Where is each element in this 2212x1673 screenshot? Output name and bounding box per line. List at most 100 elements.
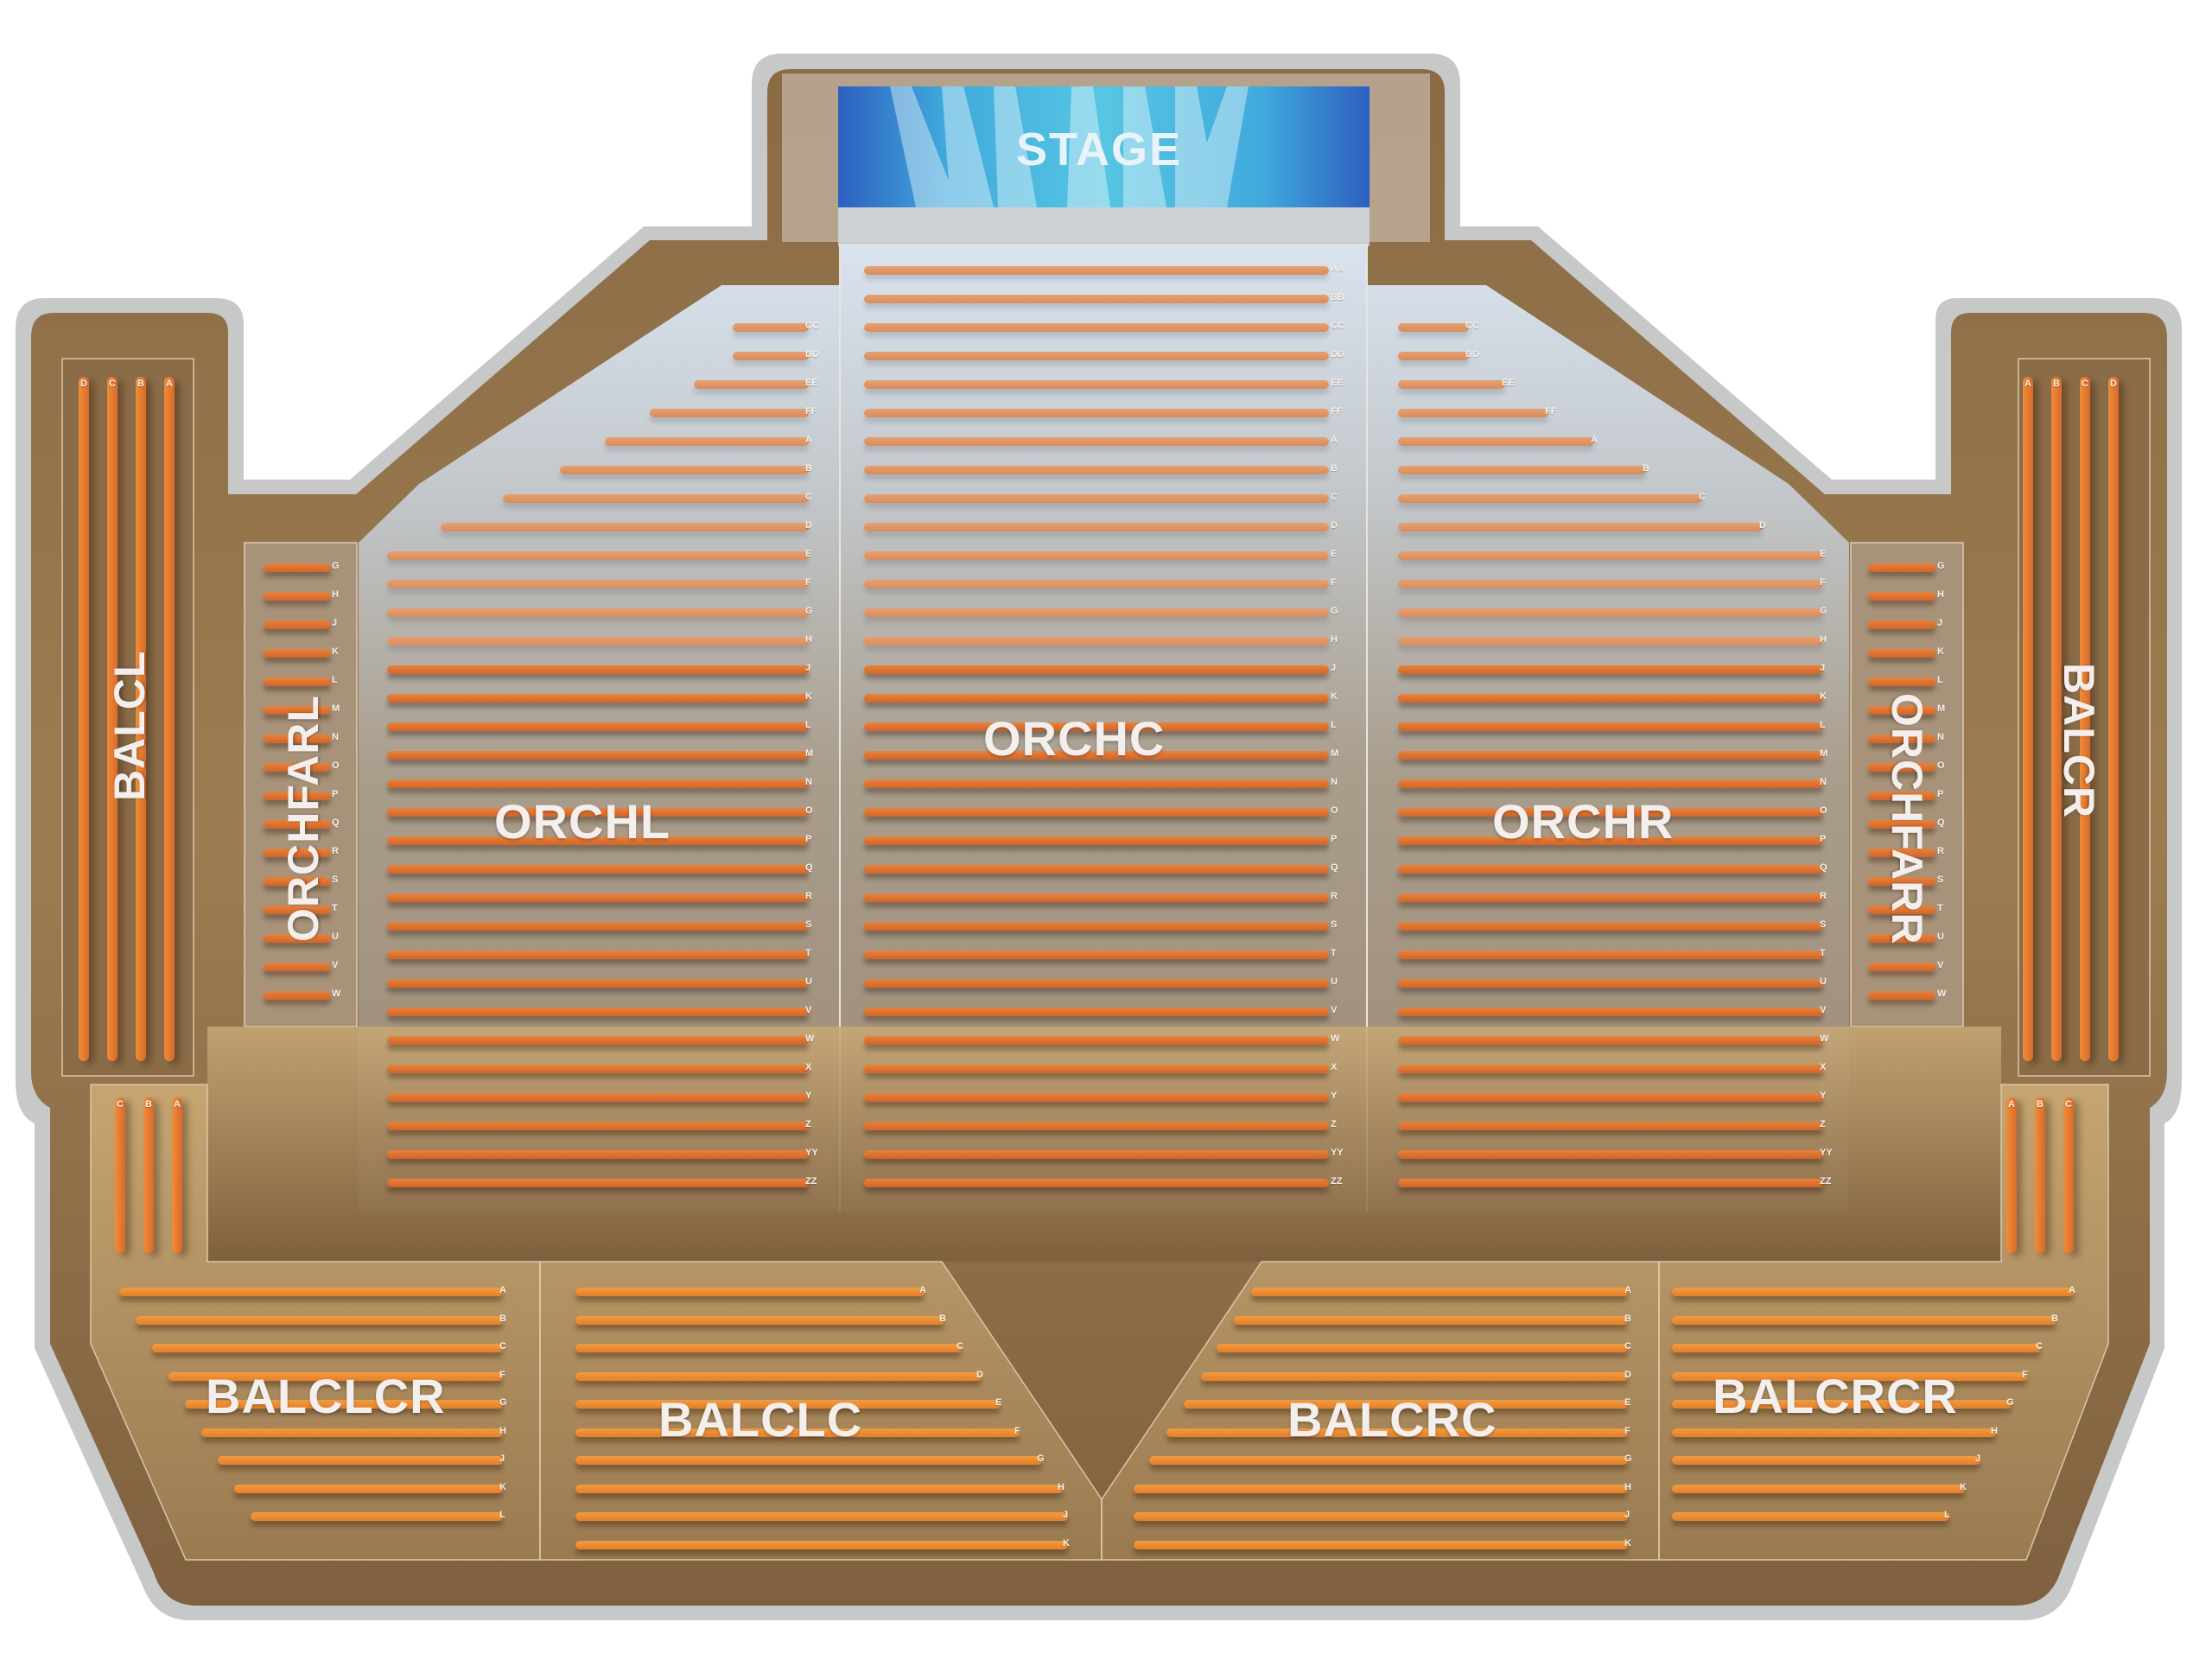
seat-row[interactable] xyxy=(264,677,331,686)
seat-row[interactable] xyxy=(218,1456,503,1465)
seat-row[interactable] xyxy=(864,836,1329,845)
seat-row[interactable] xyxy=(79,377,89,1061)
seat-row[interactable] xyxy=(1868,735,1936,743)
seat-row[interactable] xyxy=(560,466,809,474)
seat-row[interactable] xyxy=(1398,523,1763,531)
seat-row[interactable] xyxy=(264,849,331,857)
seat-row[interactable] xyxy=(864,266,1329,275)
seat-row[interactable] xyxy=(387,751,809,760)
seat-row[interactable] xyxy=(164,377,175,1061)
seat-row[interactable] xyxy=(185,1400,503,1409)
seat-row[interactable] xyxy=(1398,352,1469,360)
seat-row[interactable] xyxy=(1398,694,1823,703)
seat-row[interactable] xyxy=(575,1315,944,1325)
seat-row[interactable] xyxy=(387,551,809,560)
seat-row[interactable] xyxy=(264,735,331,743)
seat-row[interactable] xyxy=(2035,1097,2045,1253)
seat-row[interactable] xyxy=(575,1344,962,1352)
seat-row[interactable] xyxy=(387,979,809,988)
seat-row[interactable] xyxy=(2051,377,2062,1061)
seat-row[interactable] xyxy=(251,1512,503,1521)
seat-row[interactable] xyxy=(1672,1288,2074,1296)
seat-row[interactable] xyxy=(1398,865,1823,874)
seat-row[interactable] xyxy=(1234,1315,1628,1325)
seat-row[interactable] xyxy=(1217,1344,1628,1352)
seat-row[interactable] xyxy=(864,608,1329,617)
seat-row[interactable] xyxy=(864,751,1329,760)
seat-row[interactable] xyxy=(1201,1371,1628,1381)
seat-row[interactable] xyxy=(1134,1540,1628,1549)
seat-row[interactable] xyxy=(864,1150,1329,1159)
seat-row[interactable] xyxy=(1868,620,1936,629)
seat-row[interactable] xyxy=(387,1065,809,1073)
seat-row[interactable] xyxy=(575,1428,1020,1437)
seat-row[interactable] xyxy=(1868,563,1936,572)
seat-row[interactable] xyxy=(1868,792,1936,800)
seat-row[interactable] xyxy=(1398,722,1823,731)
seat-row[interactable] xyxy=(864,637,1329,646)
seat-row[interactable] xyxy=(1672,1456,1980,1465)
seat-row[interactable] xyxy=(1672,1428,1996,1437)
seat-row[interactable] xyxy=(1398,1179,1823,1187)
seat-row[interactable] xyxy=(2063,1097,2074,1253)
seat-row[interactable] xyxy=(387,836,809,845)
seat-row[interactable] xyxy=(1398,580,1823,588)
seat-row[interactable] xyxy=(1184,1400,1628,1409)
seat-row[interactable] xyxy=(864,694,1329,703)
seat-row[interactable] xyxy=(1868,706,1936,715)
seat-row[interactable] xyxy=(605,437,809,446)
seat-row[interactable] xyxy=(115,1097,125,1253)
seat-row[interactable] xyxy=(136,1315,503,1325)
seat-row[interactable] xyxy=(1398,437,1594,446)
section-label-orchl[interactable]: ORCHL xyxy=(494,794,671,849)
seat-row[interactable] xyxy=(1398,494,1702,503)
seat-row[interactable] xyxy=(1868,849,1936,857)
seat-row[interactable] xyxy=(1868,906,1936,914)
seat-row[interactable] xyxy=(575,1484,1063,1493)
seat-row[interactable] xyxy=(864,1008,1329,1016)
seat-row[interactable] xyxy=(264,991,331,1000)
section-label-balcrc[interactable]: BALCRC xyxy=(1287,1392,1497,1447)
seat-row[interactable] xyxy=(1672,1315,2056,1325)
seat-row[interactable] xyxy=(264,934,331,943)
seat-row[interactable] xyxy=(864,1179,1329,1187)
seat-row[interactable] xyxy=(864,352,1329,360)
seat-row[interactable] xyxy=(234,1484,503,1493)
seat-row[interactable] xyxy=(1134,1484,1628,1493)
seat-row[interactable] xyxy=(1398,608,1823,617)
seat-row[interactable] xyxy=(387,580,809,588)
seat-row[interactable] xyxy=(1398,751,1823,760)
seat-row[interactable] xyxy=(864,437,1329,446)
seat-row[interactable] xyxy=(387,1036,809,1045)
seat-row[interactable] xyxy=(387,808,809,817)
seat-row[interactable] xyxy=(1251,1288,1628,1296)
seat-row[interactable] xyxy=(1398,1150,1823,1159)
seat-row[interactable] xyxy=(264,792,331,800)
seat-row[interactable] xyxy=(1398,1008,1823,1016)
seat-row[interactable] xyxy=(864,323,1329,332)
seat-row[interactable] xyxy=(864,865,1329,874)
section-label-orchfarr[interactable]: ORCHFARR xyxy=(1883,693,1931,945)
seat-row[interactable] xyxy=(864,551,1329,560)
seat-row[interactable] xyxy=(864,466,1329,474)
seat-row[interactable] xyxy=(1398,836,1823,845)
seat-row[interactable] xyxy=(1868,649,1936,658)
seat-row[interactable] xyxy=(1166,1428,1628,1437)
seat-row[interactable] xyxy=(864,722,1329,731)
seat-row[interactable] xyxy=(441,523,809,531)
seat-row[interactable] xyxy=(1398,323,1469,332)
seat-row[interactable] xyxy=(1134,1512,1628,1521)
seat-row[interactable] xyxy=(1398,637,1823,646)
seat-row[interactable] xyxy=(201,1428,503,1437)
section-label-balclcr[interactable]: BALCLCR xyxy=(206,1369,446,1423)
seat-row[interactable] xyxy=(264,620,331,629)
seat-row[interactable] xyxy=(387,922,809,931)
seat-row[interactable] xyxy=(575,1371,982,1381)
section-label-balclc[interactable]: BALCLC xyxy=(658,1392,863,1447)
seat-row[interactable] xyxy=(864,523,1329,531)
seat-row[interactable] xyxy=(264,820,331,829)
seat-row[interactable] xyxy=(1672,1400,2012,1409)
seat-row[interactable] xyxy=(864,979,1329,988)
seat-row[interactable] xyxy=(1398,922,1823,931)
seat-row[interactable] xyxy=(264,563,331,572)
